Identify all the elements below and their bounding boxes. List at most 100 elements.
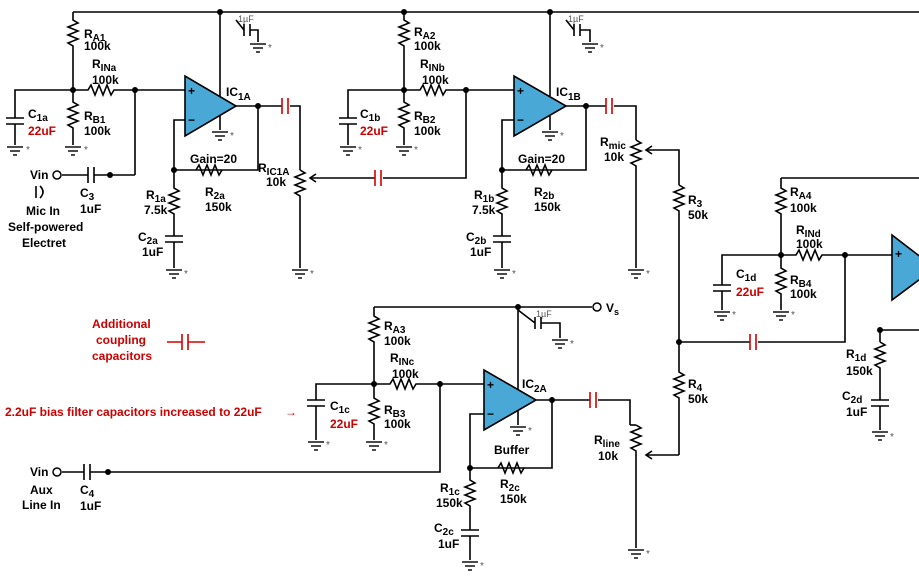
- annotation-arrow: →: [285, 405, 297, 419]
- c2b-label: C2b: [466, 230, 486, 247]
- ra1-label: RA1: [84, 27, 106, 44]
- r1d-wire: [879, 329, 919, 342]
- rinb-value: 100k: [422, 73, 449, 87]
- vin-line-label: Vin: [30, 465, 48, 479]
- ra1-resistor: [65, 12, 81, 90]
- ground-symbol: [551, 339, 569, 349]
- rline-wiper-arrow: [644, 450, 653, 460]
- ic-d-opamp: [891, 233, 919, 302]
- rb4-resistor: [773, 255, 789, 310]
- mix-to-stage-d-wire: [679, 255, 846, 343]
- c4-capacitor: [83, 464, 91, 480]
- rb1-label: RB1: [84, 109, 106, 126]
- c1c-capacitor: [307, 399, 325, 440]
- vs-label: Vs: [606, 301, 619, 317]
- ground-asterisk: *: [528, 426, 532, 437]
- bypass-cap-label: 1µF: [568, 14, 584, 24]
- c1d-label: C1d: [736, 267, 756, 284]
- rinb-resistor: [404, 82, 514, 98]
- mic-self-powered-label: Self-powered: [8, 220, 83, 234]
- junction-dot: [842, 252, 848, 258]
- c2c-value: 1uF: [438, 537, 459, 551]
- rmic-value: 10k: [604, 150, 624, 164]
- c2b-capacitor: [493, 235, 511, 268]
- c2d-value: 1uF: [846, 405, 867, 419]
- ic2a-bypass-wire: [517, 309, 561, 338]
- r1b-label: R1b: [474, 188, 494, 205]
- ground-symbol: [249, 43, 267, 53]
- rb1-value: 100k: [84, 124, 111, 138]
- r1d-resistor: [872, 341, 888, 400]
- junction-dot: [107, 172, 113, 178]
- line-in-label: Line In: [22, 498, 61, 512]
- ground-symbol: [627, 269, 645, 279]
- ground-asterisk: *: [268, 43, 272, 54]
- r1c-resistor: [462, 468, 478, 530]
- coupling-cap-2a: [589, 392, 597, 408]
- r1d-label: R1d: [846, 347, 866, 364]
- r1d-value: 150k: [846, 364, 873, 378]
- ground-asterisk: *: [310, 269, 314, 280]
- junction-dot: [583, 103, 589, 109]
- rina-resistor: [73, 82, 185, 98]
- ground-asterisk: *: [480, 561, 484, 572]
- ic1a-opamp: [184, 74, 238, 138]
- r4-resistor: [646, 342, 687, 456]
- c1c-label: C1c: [330, 399, 350, 416]
- ra4-resistor: [773, 178, 789, 255]
- rline-label: Rline: [594, 433, 620, 450]
- c1a-value: 22uF: [28, 124, 56, 138]
- mic-input-terminal: [52, 170, 62, 180]
- rb4-value: 100k: [790, 287, 817, 301]
- junction-dot: [778, 252, 784, 258]
- ric1a-label: RIC1A: [258, 161, 289, 178]
- ic1a-bypass-wire: [235, 19, 259, 42]
- rina-label: RINa: [92, 57, 117, 74]
- ground-symbol: [6, 146, 24, 156]
- ground-symbol: [541, 131, 559, 141]
- coupling-cap-ic1a-out: [374, 170, 382, 186]
- r2c-resistor: [497, 460, 525, 476]
- c1d-wire: [721, 254, 781, 285]
- bypass-cap-label: 1µF: [238, 14, 254, 24]
- r3-resistor: [671, 184, 687, 342]
- ground-asterisk: *: [84, 145, 88, 156]
- ra4-label: RA4: [790, 185, 812, 202]
- c3-label: C3: [80, 186, 95, 203]
- r2c-label: R2c: [500, 477, 520, 494]
- ra3-resistor: [366, 307, 382, 384]
- ground-symbol: [291, 269, 309, 279]
- c1a-wire: [14, 89, 73, 118]
- ground-symbol: [772, 311, 790, 321]
- ground-asterisk: *: [890, 432, 894, 443]
- rb3-label: RB3: [384, 403, 406, 420]
- ric1a-wiper-arrow: [308, 173, 317, 183]
- ground-asterisk: *: [326, 440, 330, 451]
- c1c-wire: [315, 383, 374, 400]
- rinc-label: RINc: [390, 351, 415, 368]
- ground-asterisk: *: [358, 145, 362, 156]
- ric1a-value: 10k: [266, 175, 286, 189]
- r4-value: 50k: [688, 392, 708, 406]
- ground-symbol: [165, 269, 183, 279]
- rline-value: 10k: [598, 449, 618, 463]
- legend-coupling-cap: [167, 334, 205, 350]
- ic1b-opamp: [513, 74, 568, 138]
- mic-icon: [35, 185, 44, 199]
- ra1-value: 100k: [84, 39, 111, 53]
- r2a-label: R2a: [205, 185, 225, 202]
- rline-potentiometer: [628, 424, 644, 548]
- ic2a-label: IC2A: [522, 377, 547, 395]
- annotation-additional: Additional: [92, 317, 151, 331]
- ground-symbol: [871, 431, 889, 441]
- ground-asterisk: *: [184, 269, 188, 280]
- r2c-value: 150k: [500, 492, 527, 506]
- rb4-label: RB4: [790, 273, 812, 290]
- c1a-label: C1a: [28, 107, 48, 124]
- junction-dot: [70, 87, 76, 93]
- ric1a-wiper-wire: [310, 90, 467, 179]
- r1a-value: 7.5k: [144, 203, 168, 217]
- c4-value: 1uF: [80, 499, 101, 513]
- r3-value: 50k: [688, 208, 708, 222]
- junction-dot: [549, 397, 555, 403]
